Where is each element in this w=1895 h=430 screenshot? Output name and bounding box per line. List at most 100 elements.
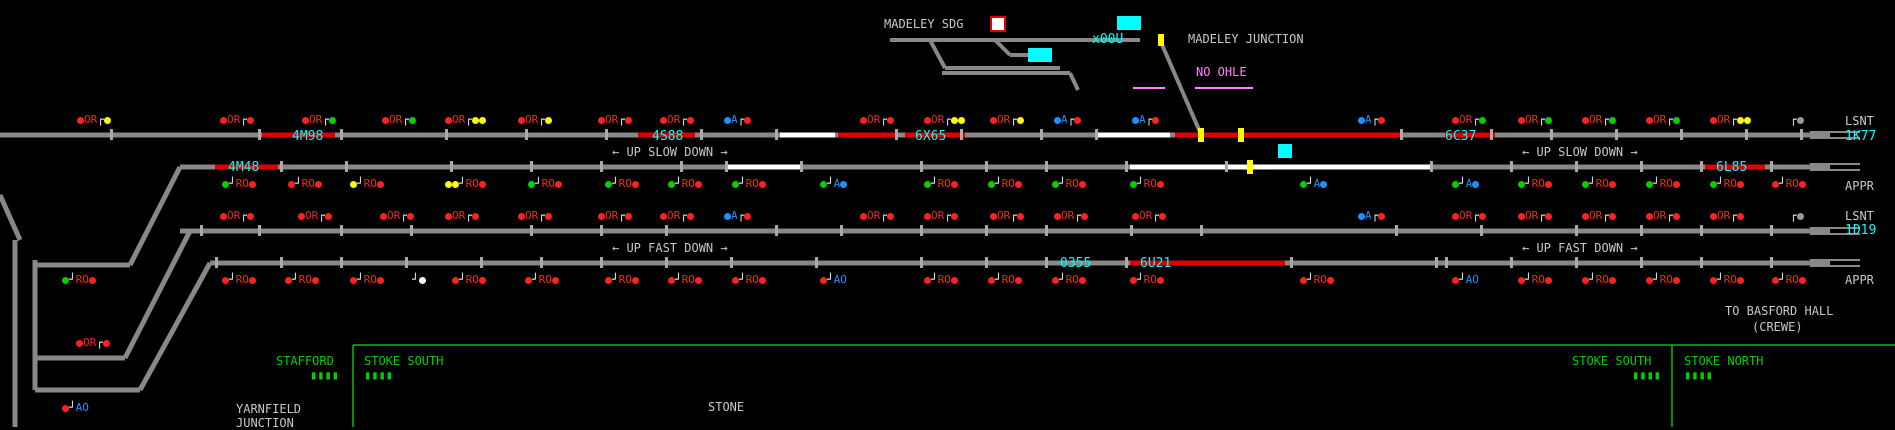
signal[interactable]: A┌ (1132, 114, 1160, 126)
signal[interactable]: ┘RO (1772, 178, 1806, 190)
signal[interactable]: ┘A (1452, 178, 1480, 190)
signal[interactable]: OR┌ (598, 114, 632, 126)
signal[interactable]: ┘RO (1130, 178, 1164, 190)
signal[interactable]: OR┌ (860, 114, 894, 126)
signal[interactable]: OR┌ (1452, 114, 1486, 126)
signal[interactable]: OR┌ (1710, 114, 1751, 126)
signal[interactable]: ┘AO (1452, 274, 1479, 286)
berth-1k77[interactable]: 1K77 (1845, 129, 1877, 144)
signal[interactable]: OR┌ (1582, 114, 1616, 126)
signal[interactable]: ┘RO (222, 178, 256, 190)
signal[interactable]: OR┌ (445, 210, 479, 222)
signal[interactable]: ┘RO (1646, 178, 1680, 190)
signal[interactable]: ┘RO (1518, 178, 1552, 190)
berth-4m48[interactable]: 4M48 (228, 160, 260, 175)
signal[interactable]: ┘RO (1646, 274, 1680, 286)
signal[interactable]: OR┌ (1132, 210, 1166, 222)
signal[interactable]: ┘RO (988, 178, 1022, 190)
signal[interactable]: OR┌ (380, 210, 414, 222)
signal[interactable]: OR┌ (302, 114, 336, 126)
signal[interactable]: ┘RO (1710, 178, 1744, 190)
signal[interactable]: A┌ (1358, 114, 1386, 126)
signal[interactable]: OR┌ (1452, 210, 1486, 222)
signal[interactable]: ┘RO (285, 274, 319, 286)
signal[interactable]: OR┌ (77, 114, 111, 126)
signal[interactable]: ┘RO (288, 178, 322, 190)
signal[interactable]: OR┌ (1054, 210, 1088, 222)
signal[interactable]: ┘RO (525, 274, 559, 286)
signal[interactable]: ┘RO (1710, 274, 1744, 286)
signal[interactable]: ┘RO (528, 178, 562, 190)
signal[interactable]: ┘RO (732, 178, 766, 190)
berth-6u21[interactable]: 6U21 (1140, 256, 1172, 271)
signal[interactable]: ┘RO (605, 178, 639, 190)
signal[interactable]: OR┌ (1518, 114, 1552, 126)
signal[interactable]: OR┌ (990, 210, 1024, 222)
berth-6c37[interactable]: 6C37 (1445, 129, 1477, 144)
signal[interactable]: ┘AO (62, 402, 89, 414)
signal[interactable]: OR┌ (76, 337, 110, 349)
signal[interactable]: ┘RO (350, 178, 384, 190)
signal[interactable]: A┌ (724, 210, 752, 222)
signal[interactable]: OR┌ (220, 210, 254, 222)
signal[interactable]: ┘RO (1052, 178, 1086, 190)
berth-4m98[interactable]: 4M98 (292, 129, 324, 144)
signal[interactable]: A┌ (1358, 210, 1386, 222)
berth-x00u[interactable]: x00U (1092, 32, 1124, 47)
cyan-indicator-box[interactable] (1117, 16, 1141, 30)
signal[interactable]: A┌ (724, 114, 752, 126)
berth-4s88[interactable]: 4S88 (652, 129, 684, 144)
signal[interactable]: ┘A (1300, 178, 1328, 190)
signal[interactable]: OR┌ (298, 210, 332, 222)
signal[interactable]: OR┌ (860, 210, 894, 222)
signal[interactable]: OR┌ (1646, 114, 1680, 126)
signal[interactable]: ┘RO (668, 274, 702, 286)
signal[interactable]: ┘RO (924, 274, 958, 286)
signal[interactable]: ┘RO (1130, 274, 1164, 286)
signal[interactable]: ┘RO (668, 178, 702, 190)
berth-6l85[interactable]: 6L85 (1716, 160, 1748, 175)
signal[interactable]: OR┌ (1582, 210, 1616, 222)
signal[interactable]: OR┌ (924, 210, 958, 222)
signal[interactable]: ┘RO (1518, 274, 1552, 286)
signal[interactable]: ┘RO (1582, 274, 1616, 286)
signal[interactable]: OR┌ (598, 210, 632, 222)
signal[interactable]: OR┌ (1710, 210, 1744, 222)
signal[interactable]: OR┌ (924, 114, 965, 126)
signal[interactable]: ┌ (1790, 114, 1804, 126)
cyan-indicator-box[interactable] (1278, 144, 1292, 158)
signal[interactable]: ┘ (412, 274, 426, 286)
signal[interactable]: ┘RO (605, 274, 639, 286)
signal[interactable]: ┘RO (452, 274, 486, 286)
cyan-indicator-box[interactable] (1028, 48, 1052, 62)
signal[interactable]: OR┌ (518, 210, 552, 222)
signal[interactable]: ┘RO (924, 178, 958, 190)
signal[interactable]: OR┌ (518, 114, 552, 126)
signal[interactable]: ┘RO (62, 274, 96, 286)
signal[interactable]: OR┌ (220, 114, 254, 126)
berth-0355[interactable]: 0355 (1060, 256, 1092, 271)
signal[interactable]: ┘RO (1772, 274, 1806, 286)
sdg-signal-box[interactable] (990, 16, 1006, 32)
signal[interactable]: ┘A (820, 178, 848, 190)
signal[interactable]: OR┌ (445, 114, 486, 126)
signal[interactable]: OR┌ (382, 114, 416, 126)
berth-6x65[interactable]: 6X65 (915, 129, 947, 144)
signal[interactable]: A┌ (1054, 114, 1082, 126)
signal[interactable]: ┘RO (445, 178, 486, 190)
signal[interactable]: OR┌ (990, 114, 1024, 126)
signal[interactable]: ┌ (1790, 210, 1804, 222)
signal[interactable]: OR┌ (1518, 210, 1552, 222)
signal[interactable]: ┘RO (1582, 178, 1616, 190)
signal[interactable]: ┘RO (1052, 274, 1086, 286)
signal[interactable]: OR┌ (660, 114, 694, 126)
signal[interactable]: ┘RO (1300, 274, 1334, 286)
signal[interactable]: ┘RO (988, 274, 1022, 286)
signal[interactable]: ┘RO (732, 274, 766, 286)
signal[interactable]: OR┌ (660, 210, 694, 222)
signal[interactable]: ┘AO (820, 274, 847, 286)
signal[interactable]: ┘RO (350, 274, 384, 286)
signal[interactable]: OR┌ (1646, 210, 1680, 222)
berth-1d19[interactable]: 1D19 (1845, 223, 1877, 238)
signal[interactable]: ┘RO (222, 274, 256, 286)
